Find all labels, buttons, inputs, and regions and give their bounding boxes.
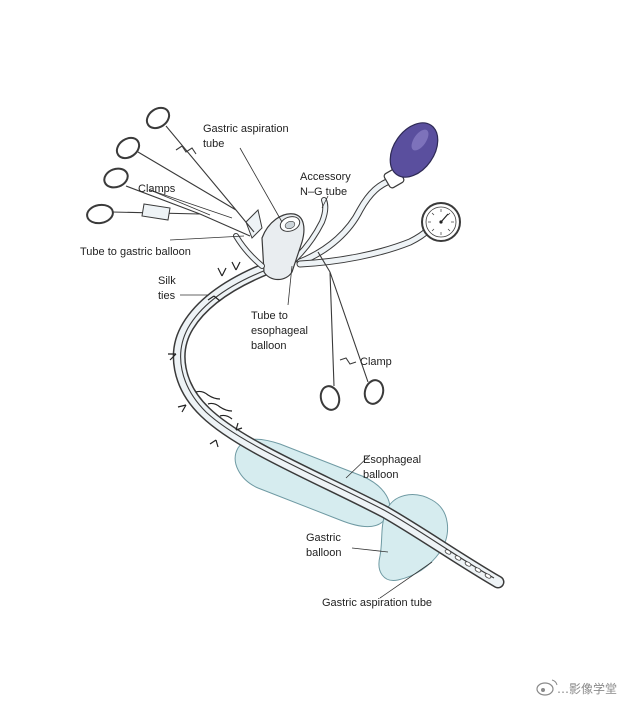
silk-ties bbox=[168, 261, 243, 448]
watermark: …影像学堂 bbox=[536, 679, 617, 696]
watermark-text: …影像学堂 bbox=[557, 681, 617, 696]
label-gastric-aspiration-tube-top: Gastric aspiration tube bbox=[203, 123, 292, 150]
leader-lines bbox=[149, 147, 433, 599]
label-accessory-ng-tube: Accessory N–G tube bbox=[300, 171, 354, 198]
middle-clamp bbox=[86, 167, 251, 237]
aspiration-holes bbox=[444, 549, 492, 579]
branch-to-bulb bbox=[296, 176, 396, 266]
branch-to-manometer bbox=[296, 226, 432, 268]
label-tube-to-gastric-balloon: Tube to gastric balloon bbox=[80, 246, 191, 258]
label-clamps: Clamps bbox=[138, 183, 176, 195]
weibo-icon bbox=[536, 679, 558, 696]
inflation-bulb-icon bbox=[383, 122, 439, 189]
label-clamp: Clamp bbox=[360, 356, 392, 368]
label-tube-to-esophageal-balloon: Tube to esophageal balloon bbox=[251, 310, 311, 352]
upper-clamp bbox=[115, 106, 255, 233]
label-gastric-balloon: Gastric balloon bbox=[306, 532, 344, 559]
accessory-ng-tube bbox=[289, 197, 329, 265]
gastric-aspiration-connector bbox=[261, 213, 305, 281]
main-tube bbox=[172, 261, 505, 589]
label-gastric-aspiration-tube-bottom: Gastric aspiration tube bbox=[322, 597, 432, 609]
label-silk-ties: Silk ties bbox=[158, 275, 179, 302]
label-esophageal-balloon: Esophageal balloon bbox=[363, 454, 424, 481]
tube-to-gastric-balloon bbox=[233, 209, 265, 269]
pressure-gauge-icon bbox=[421, 202, 461, 242]
scissors-clamp-icon bbox=[86, 106, 255, 237]
scissors-clamp-icon bbox=[317, 251, 385, 411]
